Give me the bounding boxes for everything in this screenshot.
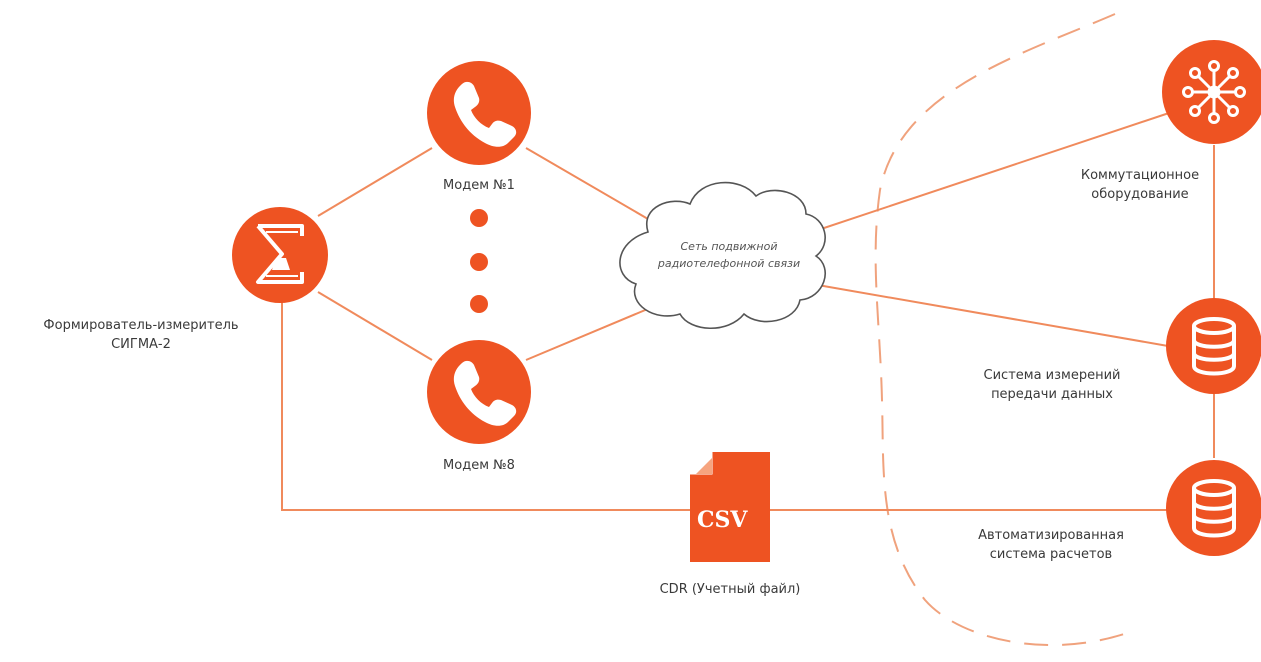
network-label-line2: радиотелефонной связи	[657, 257, 801, 270]
link-network-measurement	[811, 283, 1169, 347]
measurement-label-line1: Система измерений	[983, 368, 1121, 383]
switching-label-line1: Коммутационное	[1080, 168, 1200, 183]
modem8-label: Модем №8	[443, 458, 515, 473]
phone-icon	[453, 81, 517, 147]
cdr-label: CDR (Учетный файл)	[659, 582, 801, 597]
modem8-node	[427, 340, 531, 444]
modem1-node	[427, 61, 531, 165]
link-sigma-modem1	[317, 147, 433, 217]
modem-ellipsis	[470, 209, 488, 313]
link-modem1-network	[525, 147, 661, 227]
sigma-label-line2: СИГМА-2	[111, 337, 171, 352]
billing-node	[1166, 460, 1261, 556]
database-icon	[1192, 317, 1236, 376]
measurement-label: Система измерений передачи данных	[952, 366, 1152, 404]
network-label-line1: Сеть подвижной	[680, 240, 778, 253]
billing-label-line2: система расчетов	[989, 547, 1113, 562]
database-icon	[1192, 479, 1236, 538]
network-hub-icon	[1182, 60, 1246, 124]
network-label: Сеть подвижной радиотелефонной связи	[644, 238, 814, 272]
hourglass-sigma-icon	[256, 224, 304, 284]
operator-boundary	[874, 13, 1131, 647]
csv-file-icon	[688, 450, 770, 562]
sigma-label: Формирователь-измеритель СИГМА-2	[6, 316, 276, 354]
phone-icon	[453, 360, 517, 426]
switching-node	[1162, 40, 1261, 144]
measurement-label-line2: передачи данных	[991, 387, 1113, 402]
modem1-label: Модем №1	[443, 178, 515, 193]
billing-label: Автоматизированная система расчетов	[944, 526, 1158, 564]
csv-badge: CSV	[697, 507, 748, 533]
link-modem8-network	[525, 307, 651, 361]
measurement-node	[1166, 298, 1261, 394]
switching-label: Коммутационное оборудование	[1040, 166, 1240, 204]
billing-label-line1: Автоматизированная	[978, 528, 1124, 543]
sigma-node	[232, 207, 328, 303]
link-network-switching	[799, 111, 1173, 237]
network-cloud	[619, 181, 826, 330]
sigma-label-line1: Формирователь-измеритель	[43, 318, 239, 333]
connections	[281, 111, 1215, 511]
switching-label-line2: оборудование	[1091, 187, 1189, 202]
link-sigma-modem8	[317, 291, 433, 361]
link-sigma-cdr-billing	[281, 298, 1168, 511]
